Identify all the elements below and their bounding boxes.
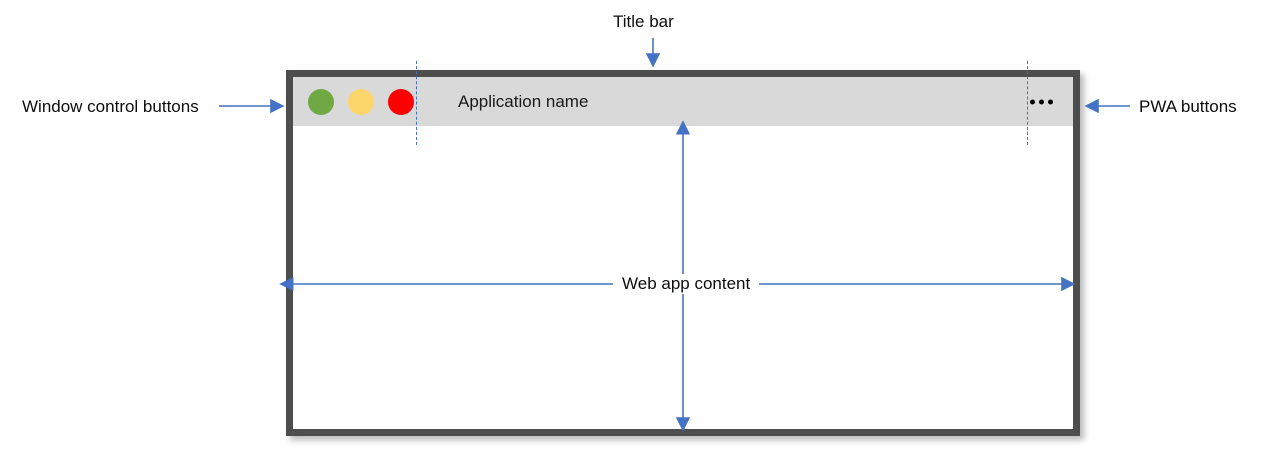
window-control-buttons: [308, 88, 414, 115]
guide-line-right: [1027, 61, 1028, 145]
guide-line-left: [416, 61, 417, 145]
title-bar[interactable]: Application name: [293, 77, 1073, 126]
ellipsis-dot-1: [1030, 99, 1035, 104]
ellipsis-dot-2: [1039, 99, 1044, 104]
application-window: Application name: [286, 70, 1080, 436]
annotation-label-title-bar: Title bar: [613, 12, 674, 31]
annotation-label-web-app-content: Web app content: [613, 274, 760, 294]
pwa-ellipsis-icon[interactable]: [1030, 99, 1053, 104]
application-name-label: Application name: [458, 91, 589, 111]
close-button-icon[interactable]: [388, 88, 414, 115]
ellipsis-dot-3: [1048, 99, 1053, 104]
annotation-label-window-controls: Window control buttons: [22, 97, 199, 116]
maximize-button-icon[interactable]: [348, 88, 374, 115]
annotation-label-pwa-buttons: PWA buttons: [1139, 97, 1237, 116]
minimize-button-icon[interactable]: [308, 88, 334, 115]
